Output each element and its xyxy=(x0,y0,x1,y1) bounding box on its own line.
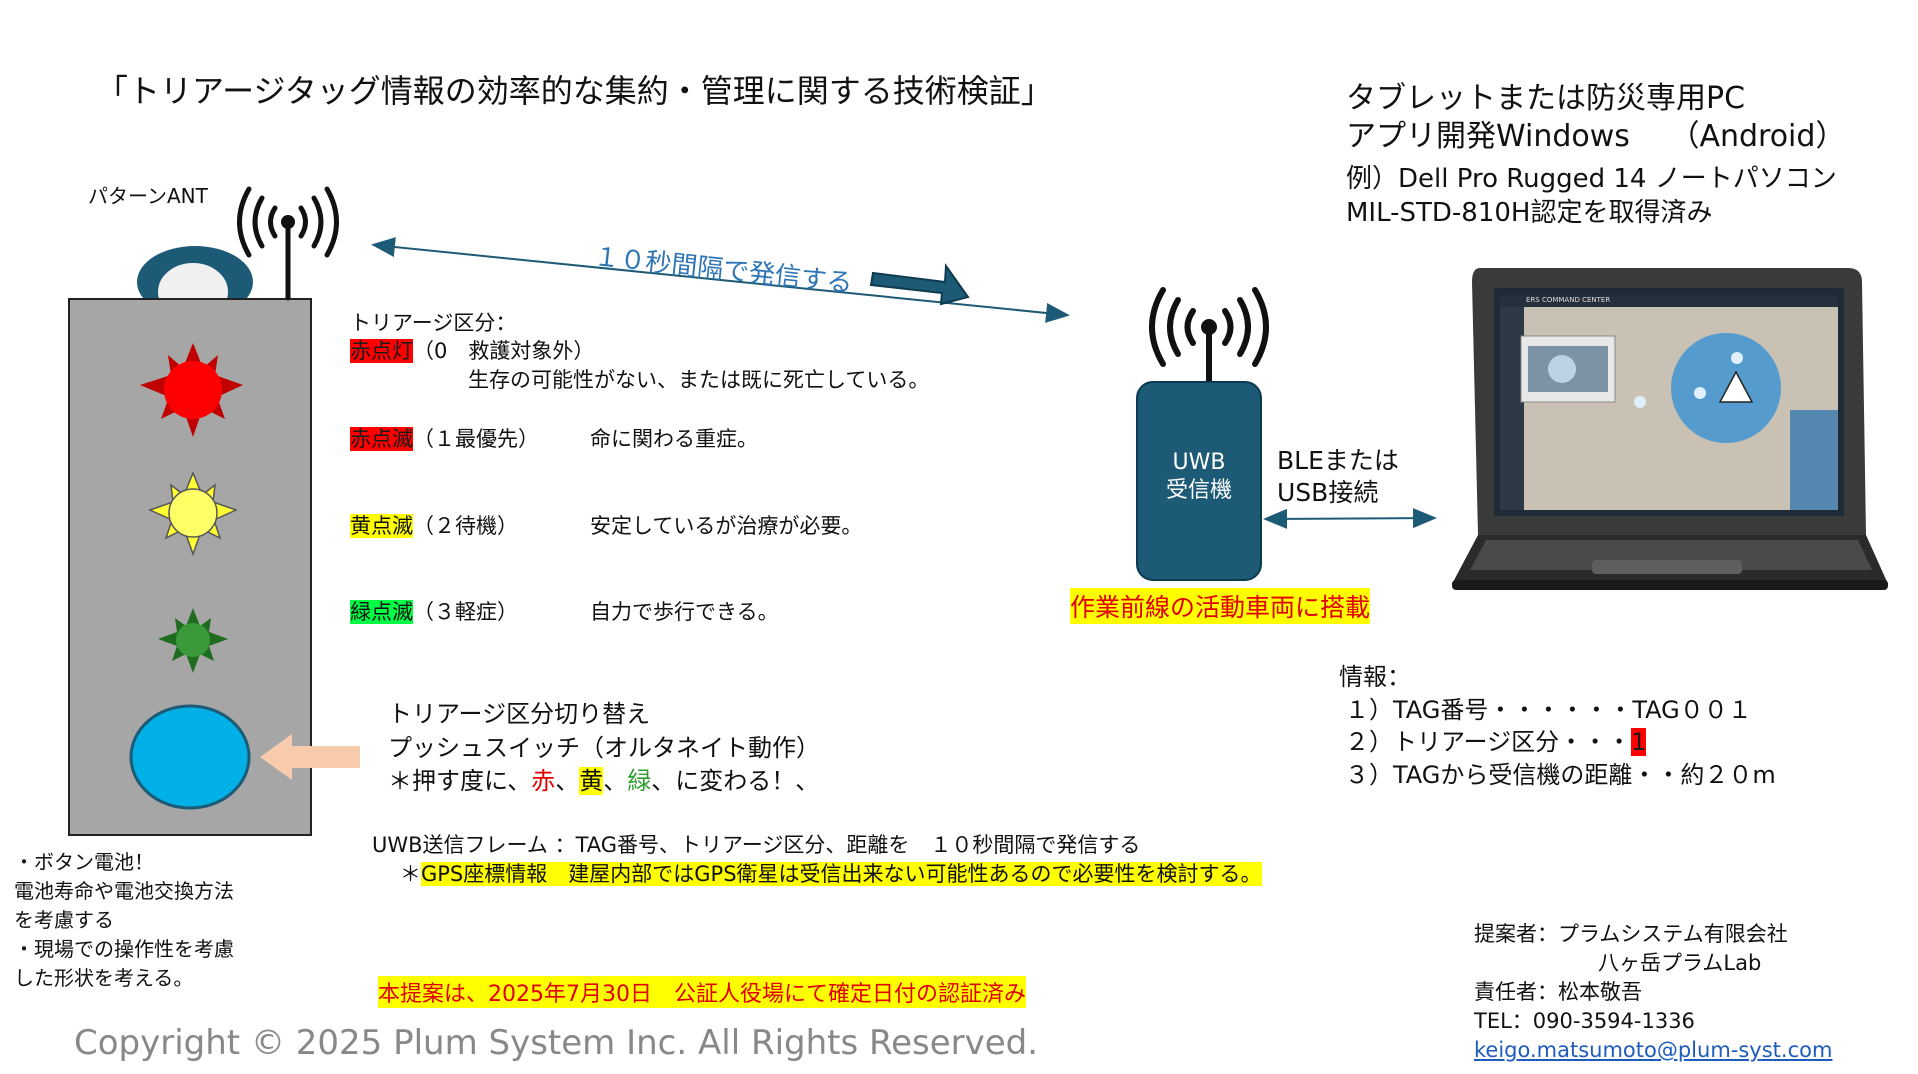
ble-usb-label-line-1: BLEまたは xyxy=(1277,446,1399,475)
antenna-label: パターンANT xyxy=(88,184,208,208)
triage-item: 黄点滅（２待機） xyxy=(350,512,518,541)
ble-usb-label: BLEまたは USB接続 xyxy=(1277,445,1399,509)
triage-tag-red-blink: 赤点滅 xyxy=(350,427,413,451)
receiver-label: UWB 受信機 xyxy=(1137,449,1261,505)
device-line-2: アプリ開発Windows （Android） xyxy=(1346,119,1846,154)
switch-line-1: トリアージ区分切り替え xyxy=(388,700,651,728)
certification-notice: 本提案は、2025年7月30日 公証人役場にて確定日付の認証済み xyxy=(378,976,1026,1008)
rugged-laptop-icon xyxy=(1452,268,1888,590)
switch-separator: 、 xyxy=(603,767,628,795)
proposer-email-link[interactable]: keigo.matsumoto@plum-syst.com xyxy=(1474,1038,1833,1062)
info-heading: 情報： xyxy=(1339,663,1411,691)
receiver-label-line-2: 受信機 xyxy=(1165,478,1232,503)
triage-note: 自力で歩行できる。 xyxy=(590,600,779,624)
receiver-box xyxy=(1136,381,1262,581)
battery-note-line: 電池寿命や電池交換方法 xyxy=(14,879,234,903)
triage-note: 命に関わる重症。 xyxy=(590,427,758,451)
triage-tag-device xyxy=(68,186,339,836)
battery-note-line: を考慮する xyxy=(14,908,114,932)
uwb-receiver xyxy=(1136,287,1269,581)
switch-color-yellow: 黄 xyxy=(579,767,604,795)
device-line-3: 例）Dell Pro Rugged 14 ノートパソコン xyxy=(1346,164,1837,194)
battery-note-line: した形状を考える。 xyxy=(14,966,194,990)
triage-tag-red-steady: 赤点灯 xyxy=(350,339,413,363)
receiver-label-line-1: UWB xyxy=(1172,450,1226,475)
uwb-frame-line-1: UWB送信フレーム ：TAG番号、トリアージ区分、距離を １０秒間隔で発信する xyxy=(372,833,1141,857)
pointer-arrow-icon xyxy=(260,734,360,780)
triage-item: 赤点灯（0 救護対象外） xyxy=(350,337,594,366)
battery-note-line: ・ボタン電池！ xyxy=(14,850,154,874)
push-switch-button xyxy=(129,704,251,810)
triage-note: 生存の可能性がない、または既に死亡している。 xyxy=(468,368,930,392)
transmit-direction-arrow xyxy=(869,263,970,306)
triage-note: 安定しているが治療が必要。 xyxy=(590,514,863,538)
triage-heading: トリアージ区分： xyxy=(350,311,517,335)
ble-usb-label-line-2: USB接続 xyxy=(1277,478,1379,507)
uwb-frame-line-2-prefix: ＊ xyxy=(400,862,421,886)
page-title: 「トリアージタッグ情報の効率的な集約・管理に関する技術検証」 xyxy=(96,72,1053,110)
switch-line-3: ＊押す度に、赤、黄、緑、に変わる！、 xyxy=(388,766,819,796)
triage-desc: （１最優先） xyxy=(413,427,539,451)
switch-line-3-suffix: 、に変わる！、 xyxy=(651,767,820,795)
proposer-block: 提案者：プラムシステム有限会社 八ヶ岳プラムLab 責任者：松本敬吾 TEL：0… xyxy=(1474,920,1832,1065)
ble-usb-link-line xyxy=(1263,508,1437,529)
info-line-1: １）TAG番号・・・・・・TAG００１ xyxy=(1345,696,1752,724)
signal-link-line xyxy=(371,237,1070,323)
uwb-frame-line-2: ＊GPS座標情報 建屋内部ではGPS衛星は受信出来ない可能性あるので必要性を検討… xyxy=(400,860,1262,889)
uwb-frame-gps-note: GPS座標情報 建屋内部ではGPS衛星は受信出来ない可能性あるので必要性を検討す… xyxy=(421,862,1262,886)
green-led-icon xyxy=(158,608,228,673)
vehicle-mount-note: 作業前線の活動車両に搭載 xyxy=(1070,588,1371,624)
info-line-3: ３）TAGから受信機の距離・・約２０m xyxy=(1345,761,1776,789)
proposer-phone: TEL：090-3594-1336 xyxy=(1474,1009,1695,1033)
device-line-4: MIL-STD-810H認定を取得済み xyxy=(1346,198,1713,228)
info-line-2-label: ２）トリアージ区分・・・ xyxy=(1345,728,1632,756)
triage-desc: （0 救護対象外） xyxy=(413,339,595,363)
switch-line-3-prefix: ＊押す度に、 xyxy=(388,767,532,795)
info-line-2: ２）トリアージ区分・・・1 xyxy=(1345,727,1647,757)
triage-tag-green-blink: 緑点滅 xyxy=(350,600,413,624)
map-range-circle xyxy=(1671,333,1781,443)
switch-separator: 、 xyxy=(555,767,580,795)
switch-color-green: 緑 xyxy=(627,767,652,795)
triage-desc: （２待機） xyxy=(413,514,518,538)
triage-desc: （３軽症） xyxy=(413,600,518,624)
battery-notes: ・ボタン電池！ 電池寿命や電池交換方法 を考慮する ・現場での操作性を考慮 した… xyxy=(14,848,234,993)
info-triage-value: 1 xyxy=(1631,728,1647,756)
battery-note-line: ・現場での操作性を考慮 xyxy=(14,937,234,961)
receiver-antenna-icon xyxy=(1149,287,1269,385)
triage-tag-yellow-blink: 黄点滅 xyxy=(350,514,413,538)
proposer-company: 提案者：プラムシステム有限会社 xyxy=(1474,922,1788,946)
device-line-1: タブレットまたは防災専用PC xyxy=(1346,81,1746,116)
laptop-screen-title: ERS COMMAND CENTER xyxy=(1526,296,1611,304)
switch-line-2: プッシュスイッチ（オルタネイト動作） xyxy=(388,734,820,762)
tag-antenna-icon xyxy=(237,186,339,301)
switch-color-red: 赤 xyxy=(531,767,556,795)
triage-item: 緑点滅（３軽症） xyxy=(350,598,518,627)
triage-item: 赤点滅（１最優先） xyxy=(350,425,539,454)
copyright: Copyright © 2025 Plum System Inc. All Ri… xyxy=(74,1023,1039,1063)
proposer-lab: 八ヶ岳プラムLab xyxy=(1598,951,1762,975)
proposer-manager: 責任者：松本敬吾 xyxy=(1474,980,1642,1004)
red-led-icon xyxy=(140,343,243,437)
yellow-led-icon xyxy=(147,471,239,557)
